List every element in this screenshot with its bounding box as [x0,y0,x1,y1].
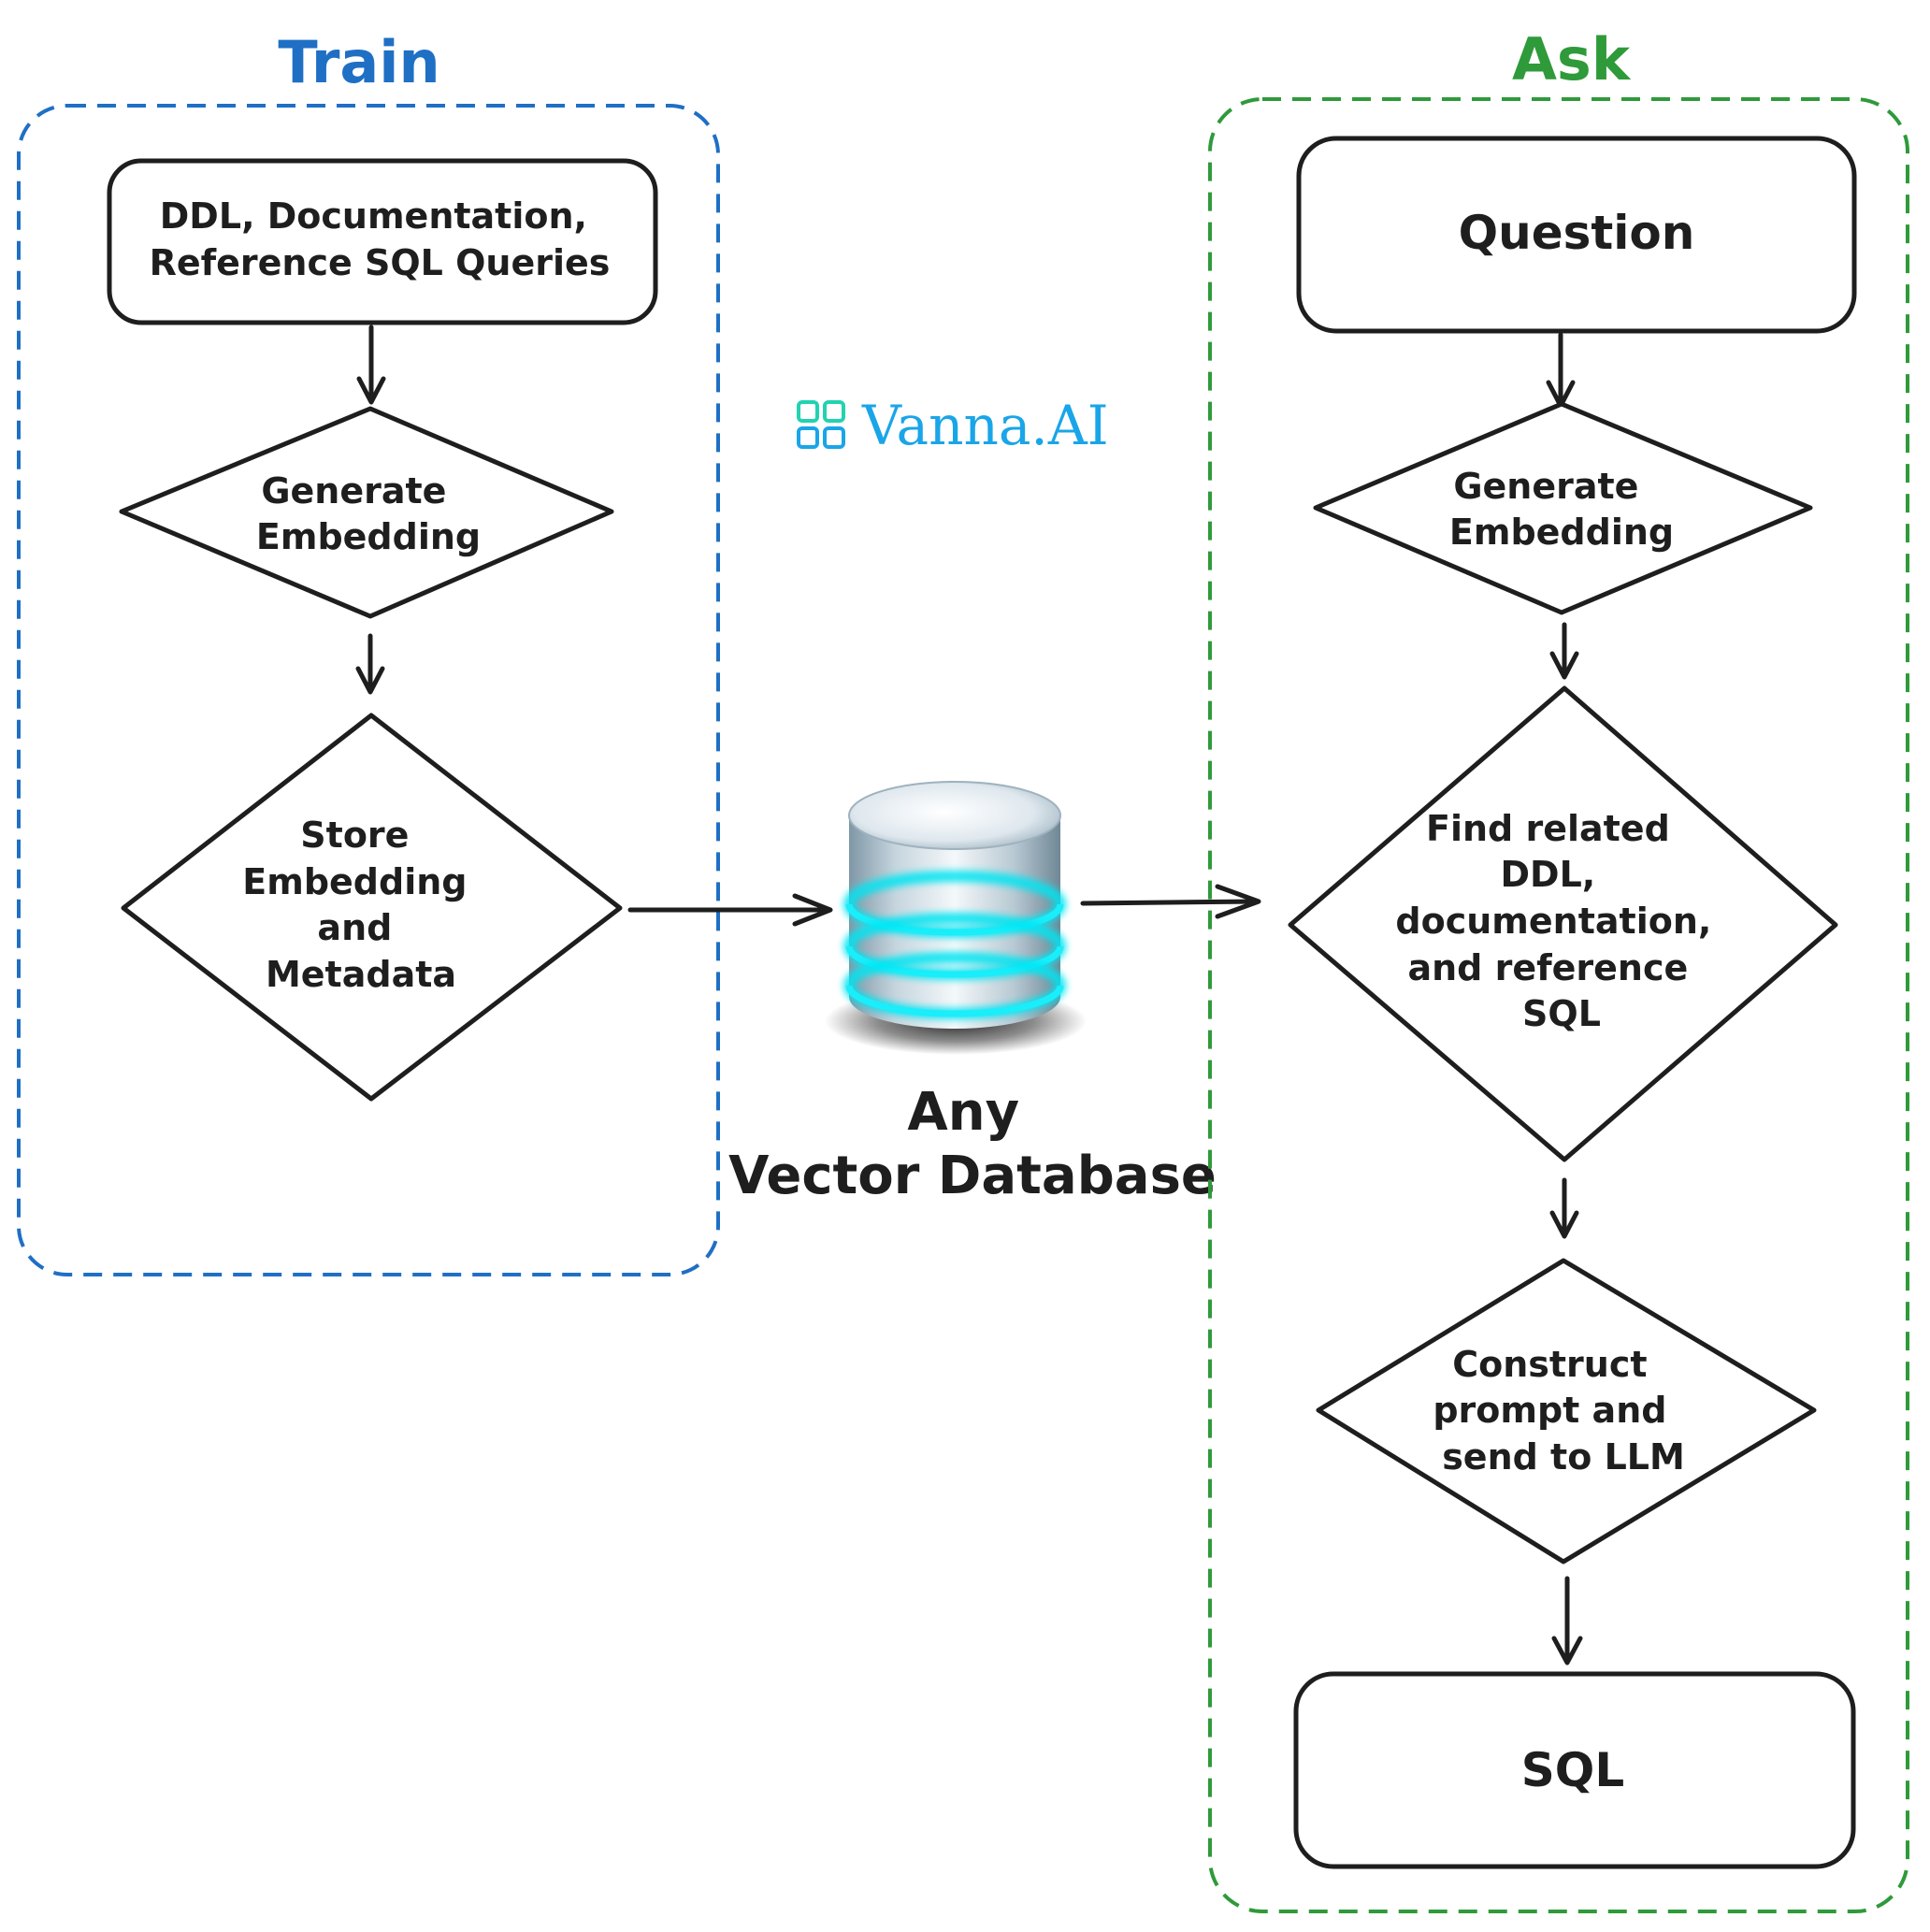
svg-text:Generate Embedding: Generate Embedding [1449,466,1674,553]
ask-group-border [1208,97,1909,1913]
svg-text:Generate Embedding: Generate Embedding [256,470,481,557]
ask-construct-line1: Construct [1452,1344,1647,1385]
ask-find-line1: Find related [1426,808,1670,849]
svg-text:DDL, Documentation, Refe: DDL, Documentation, Reference SQL Querie… [150,195,611,283]
arrow-construct-to-sql [1551,1576,1583,1665]
train-store-line1: Store [300,815,409,856]
arrow-question-to-embed [1546,332,1576,409]
arrow-embed-to-store [355,633,385,695]
train-store-line4: Metadata [266,954,456,995]
arrow-input-to-embed [356,324,386,405]
train-store-line3: and [317,907,392,948]
vanna-logo: Vanna.AI [797,394,1109,457]
ask-sql-node: SQL [1293,1671,1856,1869]
ask-question-label: Question [1459,206,1695,260]
train-group-border [17,104,720,1276]
ask-find-line2: DDL, [1501,854,1596,895]
train-store-node: Store Embedding and Metadata [121,713,623,1102]
ask-sql-label: SQL [1521,1743,1624,1797]
arrow-find-to-construct [1549,1177,1579,1239]
ask-embed-line1: Generate [1453,466,1638,507]
train-input-node: DDL, Documentation, Reference SQL Querie… [107,158,658,325]
train-embed-line2: Embedding [256,516,481,557]
ask-construct-line3: send to LLM [1442,1436,1685,1478]
train-embed-node: Generate Embedding [119,406,614,619]
ask-find-line3: documentation, [1395,901,1711,942]
svg-text:Construct prompt and: Construct prompt and send to LLM [1433,1344,1685,1478]
db-label-line2: Vector Database [728,1146,1217,1206]
ask-title: Ask [1512,25,1632,94]
arrow-db-to-find [1080,884,1261,919]
ask-construct-node: Construct prompt and send to LLM [1316,1258,1817,1564]
ask-embed-node: Generate Embedding [1313,401,1813,615]
ask-construct-line2: prompt and [1433,1390,1666,1431]
arrow-askembed-to-find [1549,622,1579,680]
db-label-line1: Any [907,1082,1019,1143]
arrow-store-to-db [627,893,833,927]
ask-embed-line2: Embedding [1449,512,1674,553]
train-input-line2: Reference SQL Queries [150,242,611,283]
svg-text:Any Vector Database: Any Vector Database [728,1082,1217,1206]
database-cylinder-icon [825,781,1087,1055]
ask-question-node: Question [1296,136,1857,334]
train-embed-line1: Generate [261,470,446,512]
train-store-line2: Embedding [242,861,467,902]
ask-find-node: Find related DDL, documentation, and ref… [1288,685,1838,1162]
ask-find-line4: and reference [1407,947,1688,988]
ask-find-line5: SQL [1522,993,1601,1034]
train-title: Train [278,28,439,96]
svg-text:Store Embedding an: Store Embedding and Metadata [242,815,479,995]
vanna-logo-text: Vanna.AI [861,394,1109,457]
grid-logo-icon [797,400,845,449]
svg-text:Find related DDL,: Find related DDL, documentation, and ref… [1395,808,1723,1034]
train-input-line1: DDL, Documentation, [160,195,587,237]
